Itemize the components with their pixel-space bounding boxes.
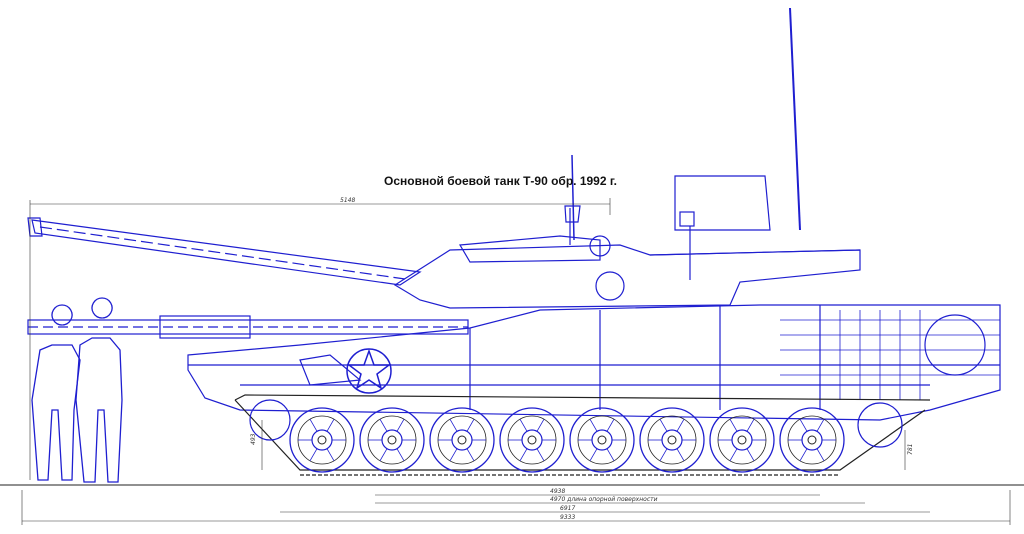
gun-barrel-horizontal xyxy=(27,315,469,339)
dim-height-mark: 781 xyxy=(907,444,914,455)
road-wheel xyxy=(709,407,775,473)
engine-deck-grid xyxy=(780,310,1000,400)
turret xyxy=(393,175,861,309)
road-wheel xyxy=(429,407,495,473)
road-wheel xyxy=(569,407,635,473)
road-wheels xyxy=(249,399,903,473)
dim-gun-length: 5148 xyxy=(340,197,355,204)
dim-bearing-length: 4970 длина опорной поверхности xyxy=(550,496,658,503)
road-wheel xyxy=(639,407,705,473)
sprocket-wheel xyxy=(857,402,903,448)
dim-track-contact: 4938 xyxy=(550,488,565,495)
dimension-lines xyxy=(21,198,1011,525)
antenna-rear xyxy=(789,7,801,231)
dim-overall-length: 9333 xyxy=(560,514,575,521)
track xyxy=(234,394,931,476)
road-wheel xyxy=(499,407,565,473)
dim-hull-length: 6917 xyxy=(560,505,575,512)
road-wheel xyxy=(359,407,425,473)
gun-barrel-elevated xyxy=(27,217,422,286)
road-wheel xyxy=(779,407,845,473)
sprocket-wheel xyxy=(249,399,291,441)
star-emblem xyxy=(346,348,392,394)
road-wheel xyxy=(289,407,355,473)
antenna-mast xyxy=(571,154,575,241)
diagram-title: Основной боевой танк Т-90 обр. 1992 г. xyxy=(384,174,617,188)
soldier-figures xyxy=(31,297,123,483)
dim-ground-clearance: 493 xyxy=(250,433,257,445)
